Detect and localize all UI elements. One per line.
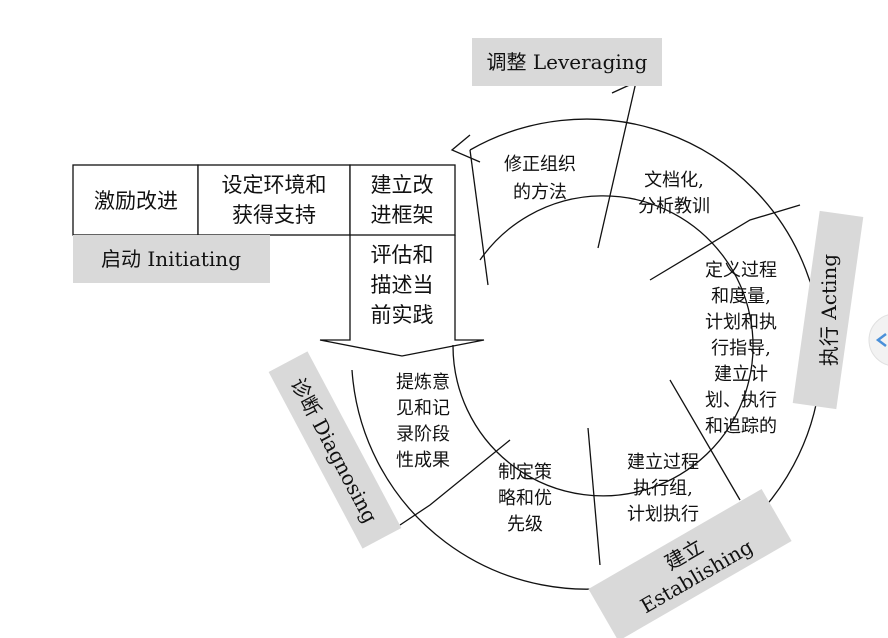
box-build-framework [349,164,456,236]
refine-3: 录阶段 [396,424,450,445]
diagnosing-refine: 提炼意 见和记 录阶段 性成果 [396,372,450,471]
define-5: 建立计 [714,364,768,385]
cycle-ring [351,80,823,590]
box-set-context [197,164,351,236]
define-6: 划、执行 [705,390,777,411]
phase-establishing-bg [588,489,792,638]
divider-acting-bottom [669,379,741,501]
phase-acting-bg [792,210,864,410]
step-assess-3: 前实践 [371,303,434,327]
priorities-1: 制定策 [498,462,552,483]
leveraging-steps: 文档化, 分析教训 修正组织 的方法 [504,154,710,217]
phase-acting: 执行 Acting [792,210,864,410]
define-7: 和追踪的 [705,416,777,437]
step-set-context-2: 获得支持 [232,203,316,227]
refine-1: 提炼意 [396,372,450,393]
team-1: 建立过程 [627,452,699,473]
phase-diagnosing-bg [268,351,402,549]
phase-leveraging-label: 调整 Leveraging [487,50,648,74]
phase-initiating: 启动 Initiating [73,235,270,283]
step-assess-2: 描述当 [371,273,434,297]
divider-diagnosing-bottom [399,439,511,526]
entry-arrow: 评估和 描述当 前实践 [319,235,485,357]
team-3: 计划执行 [627,504,699,525]
phase-leveraging: 调整 Leveraging [472,38,662,86]
lessons-1: 文档化, [644,170,704,191]
priorities-2: 略和优 [498,488,552,509]
define-1: 定义过程 [705,260,777,281]
define-2: 和度量, [711,286,771,307]
outer-ring [351,118,823,590]
acting-steps: 定义过程 和度量, 计划和执 行指导, 建立计 划、执行 和追踪的 [705,260,777,437]
entry-arrow-shape [319,235,485,357]
lessons-2: 分析教训 [638,196,710,217]
refine-2: 见和记 [396,398,450,419]
chevron-left-icon[interactable] [875,333,887,347]
define-4: 行指导, [711,338,771,359]
phase-initiating-bg [73,235,270,283]
step-build-framework-2: 进框架 [371,203,434,227]
inner-ring [452,195,754,497]
step-motivate: 激励改进 [94,189,178,213]
phase-diagnosing: 诊断 Diagnosing [268,351,402,549]
step-set-context-1: 设定环境和 [222,173,327,197]
revise-1: 修正组织 [504,154,576,175]
step-assess-1: 评估和 [371,243,434,267]
divider-establishing [587,427,601,566]
establishing-steps: 制定策 略和优 先级 建立过程 执行组, 计划执行 [498,452,699,535]
initiating-boxes: 激励改进 设定环境和 获得支持 建立改 进框架 [72,164,456,236]
team-2: 执行组, [633,478,693,499]
define-3: 计划和执 [705,312,777,333]
divider-acting-leveraging [597,80,637,249]
divider-left-arrowhead [450,134,481,163]
edge-nav-control[interactable] [868,314,888,366]
priorities-3: 先级 [507,514,543,535]
phase-initiating-label: 启动 Initiating [101,247,241,271]
phase-diagnosing-label: 诊断 Diagnosing [286,374,383,527]
phase-leveraging-bg [472,38,662,86]
divider-acting-top [649,204,801,281]
refine-4: 性成果 [396,450,450,471]
step-build-framework-1: 建立改 [371,173,434,197]
divider-leveraging-inner [469,149,489,286]
phase-acting-label: 执行 Acting [817,254,841,366]
revise-2: 的方法 [513,182,567,203]
